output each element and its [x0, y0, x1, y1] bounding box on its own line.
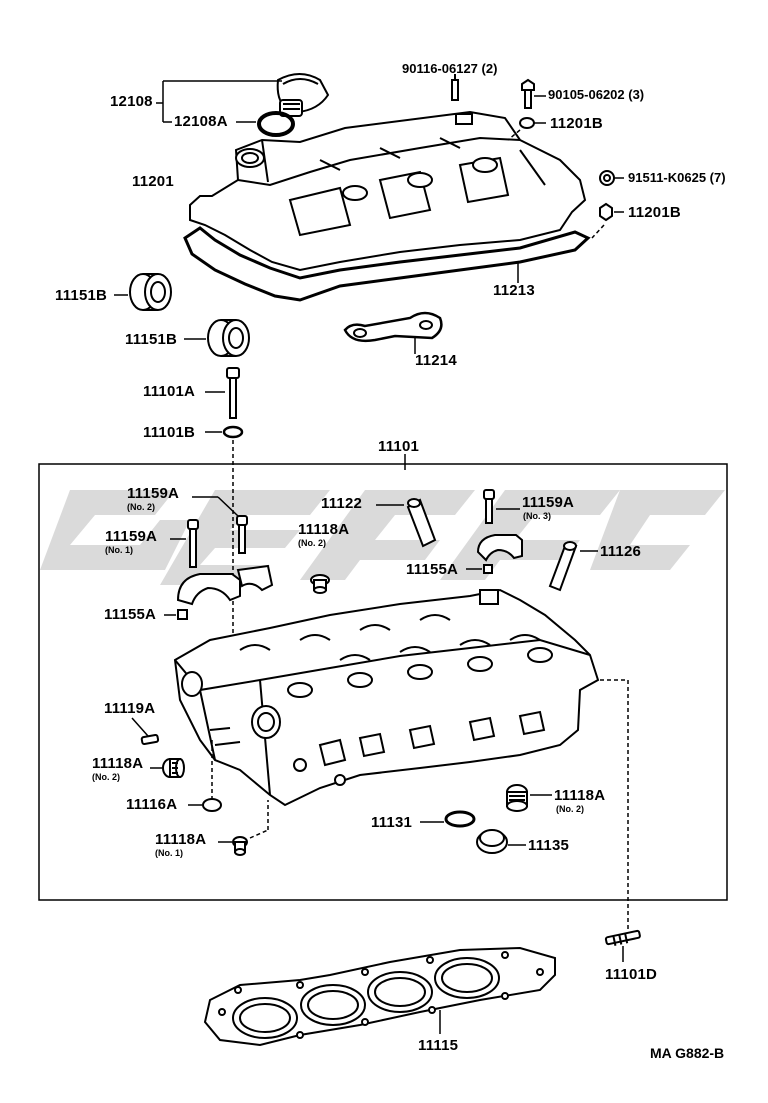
bolt-90105	[521, 78, 535, 109]
plug-11118A-top	[310, 574, 330, 594]
seal-11151B-1	[129, 273, 172, 311]
tube-11122	[406, 498, 437, 548]
dowel-11155A-right	[483, 564, 493, 574]
seal-11116A	[202, 798, 222, 812]
label-11151B-2: 11151B	[125, 331, 178, 348]
seal-11151B-2	[207, 319, 250, 357]
plug-gasket	[343, 311, 443, 343]
label-11118A-no1: 11118A	[155, 831, 207, 848]
plug-11118A-left	[162, 758, 185, 778]
pin-11119A	[140, 733, 160, 746]
label-11155A-left: 11155A	[104, 606, 157, 623]
ring-11131	[444, 810, 476, 828]
label-11118A-no1-sub: (No. 1)	[155, 848, 183, 858]
label-11159A-no3-sub: (No. 3)	[523, 511, 551, 521]
label-11118A-no2-top-sub: (No. 2)	[298, 538, 326, 548]
label-11122: 11122	[321, 495, 363, 512]
label-11214: 11214	[415, 352, 457, 369]
label-11201B-right: 11201B	[628, 204, 681, 221]
label-90116: 90116-06127 (2)	[402, 61, 498, 76]
cam-cap-right	[476, 534, 523, 562]
plug-11118A-no1	[232, 836, 248, 856]
washer-11101B	[222, 425, 244, 439]
label-11135: 11135	[528, 837, 570, 854]
label-11118A-no2-left-sub: (No. 2)	[92, 772, 120, 782]
label-11101B: 11101B	[143, 424, 196, 441]
label-11155A-right: 11155A	[406, 561, 459, 578]
cover-gasket	[183, 226, 591, 302]
label-11115: 11115	[418, 1037, 459, 1054]
nut-11201B-top	[519, 117, 535, 129]
nut-11201B-right	[599, 202, 613, 222]
label-91511: 91511-K0625 (7)	[628, 170, 726, 185]
label-12108A: 12108A	[174, 113, 228, 130]
head-gasket	[203, 946, 556, 1047]
label-90105: 90105-06202 (3)	[548, 87, 645, 102]
cylinder-head	[173, 588, 600, 807]
label-11159A-no1: 11159A	[105, 528, 158, 545]
bolt-11159A-no3	[483, 489, 495, 524]
stud-11101D	[604, 929, 641, 946]
cam-cap-left	[176, 564, 274, 606]
head-bolt-11101A	[226, 367, 240, 419]
label-11118A-no2-right-sub: (No. 2)	[556, 804, 584, 814]
label-12108: 12108	[110, 93, 153, 110]
bolt-11159A-no1	[187, 519, 199, 568]
bolt-90116	[451, 74, 459, 101]
label-11151B-1: 11151B	[55, 287, 108, 304]
label-11116A: 11116A	[126, 796, 178, 813]
oil-filler-cap	[276, 73, 330, 117]
label-11101A: 11101A	[143, 383, 196, 400]
tube-11126	[548, 541, 578, 592]
label-11126: 11126	[600, 543, 642, 560]
plug-11118A-right	[506, 784, 528, 812]
cylinder-head-box	[38, 463, 728, 901]
label-11201: 11201	[132, 173, 174, 190]
label-11118A-no2-top: 11118A	[298, 521, 350, 538]
washer-91511	[599, 170, 615, 186]
figure-code: MA G882-B	[650, 1045, 725, 1061]
label-11159A-no1-sub: (No. 1)	[105, 545, 133, 555]
label-11101: 11101	[378, 438, 420, 455]
label-11159A-no2-sub: (No. 2)	[127, 502, 155, 512]
dowel-11155A-left	[177, 609, 188, 620]
label-11201B-top: 11201B	[550, 115, 603, 132]
label-11159A-no2: 11159A	[127, 485, 180, 502]
label-11159A-no3: 11159A	[522, 494, 575, 511]
label-11118A-no2-left: 11118A	[92, 755, 144, 772]
ring-11135	[476, 829, 508, 854]
label-11118A-no2-right: 11118A	[554, 787, 606, 804]
label-11213: 11213	[493, 282, 535, 299]
label-11131: 11131	[371, 814, 413, 831]
cap-gasket	[257, 111, 295, 137]
bolt-11159A-no2	[236, 515, 248, 554]
label-11101D: 11101D	[605, 966, 658, 983]
valve-cover	[189, 110, 587, 272]
label-11119A: 11119A	[104, 700, 156, 717]
